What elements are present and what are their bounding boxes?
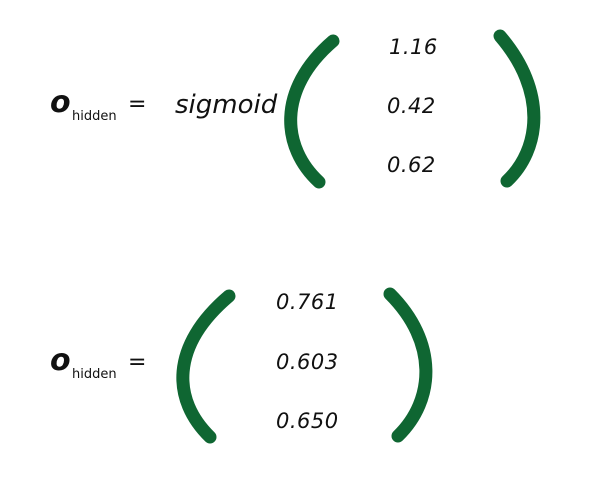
right-bracket-top-equation	[493, 29, 541, 188]
output-vector-cell: 0.603	[276, 350, 339, 374]
left-bracket-top-equation	[284, 34, 340, 189]
equals-sign-top: =	[128, 92, 147, 117]
input-vector-cell: 1.16	[389, 35, 438, 59]
right-bracket-bottom-equation	[383, 287, 433, 443]
output-vector-cell: 0.761	[276, 290, 339, 314]
equals-sign-bottom: =	[128, 350, 147, 375]
output-variable-bottom: o	[50, 343, 71, 378]
output-variable-top: o	[50, 85, 71, 120]
left-bracket-bottom-equation	[176, 289, 236, 444]
input-vector-cell: 0.62	[387, 153, 436, 177]
sigmoid-function-label: sigmoid	[175, 90, 278, 120]
output-subscript-top: hidden	[72, 109, 117, 124]
output-subscript-bottom: hidden	[72, 367, 117, 382]
output-vector-cell: 0.650	[276, 409, 339, 433]
input-vector-cell: 0.42	[387, 94, 436, 118]
